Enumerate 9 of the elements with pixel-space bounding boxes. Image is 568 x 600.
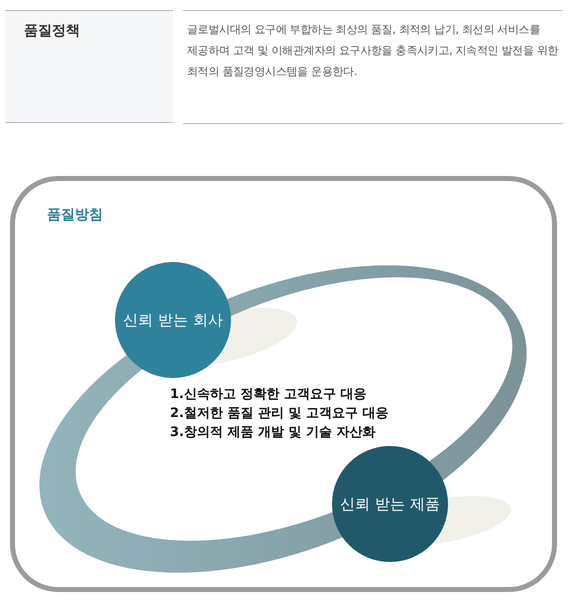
list-item: 1.신속하고 정확한 고객요구 대응 — [170, 386, 367, 403]
circle-node: 신뢰 받는 제품 — [332, 446, 448, 562]
list-item: 2.철저한 품질 관리 및 고객요구 대응 — [170, 405, 389, 422]
list-item: 3.창의적 제품 개발 및 기술 자산화 — [170, 424, 376, 441]
table-header-cell: 품질정책 — [5, 10, 173, 123]
circle-node: 신뢰 받는 회사 — [115, 262, 231, 378]
panel-heading: 품질방침 — [47, 206, 103, 224]
policy-paragraph: 글로벌시대의 요구에 부합하는 최상의 품질, 최적의 납기, 최선의 서비스를 제공하며 고객 및 이해관계자의 요구사항을 충족시키고, 지속적인 발전을 위한 최적의 품질경영시스템을 운용한다. — [187, 22, 560, 80]
rounded-panel — [10, 176, 557, 592]
